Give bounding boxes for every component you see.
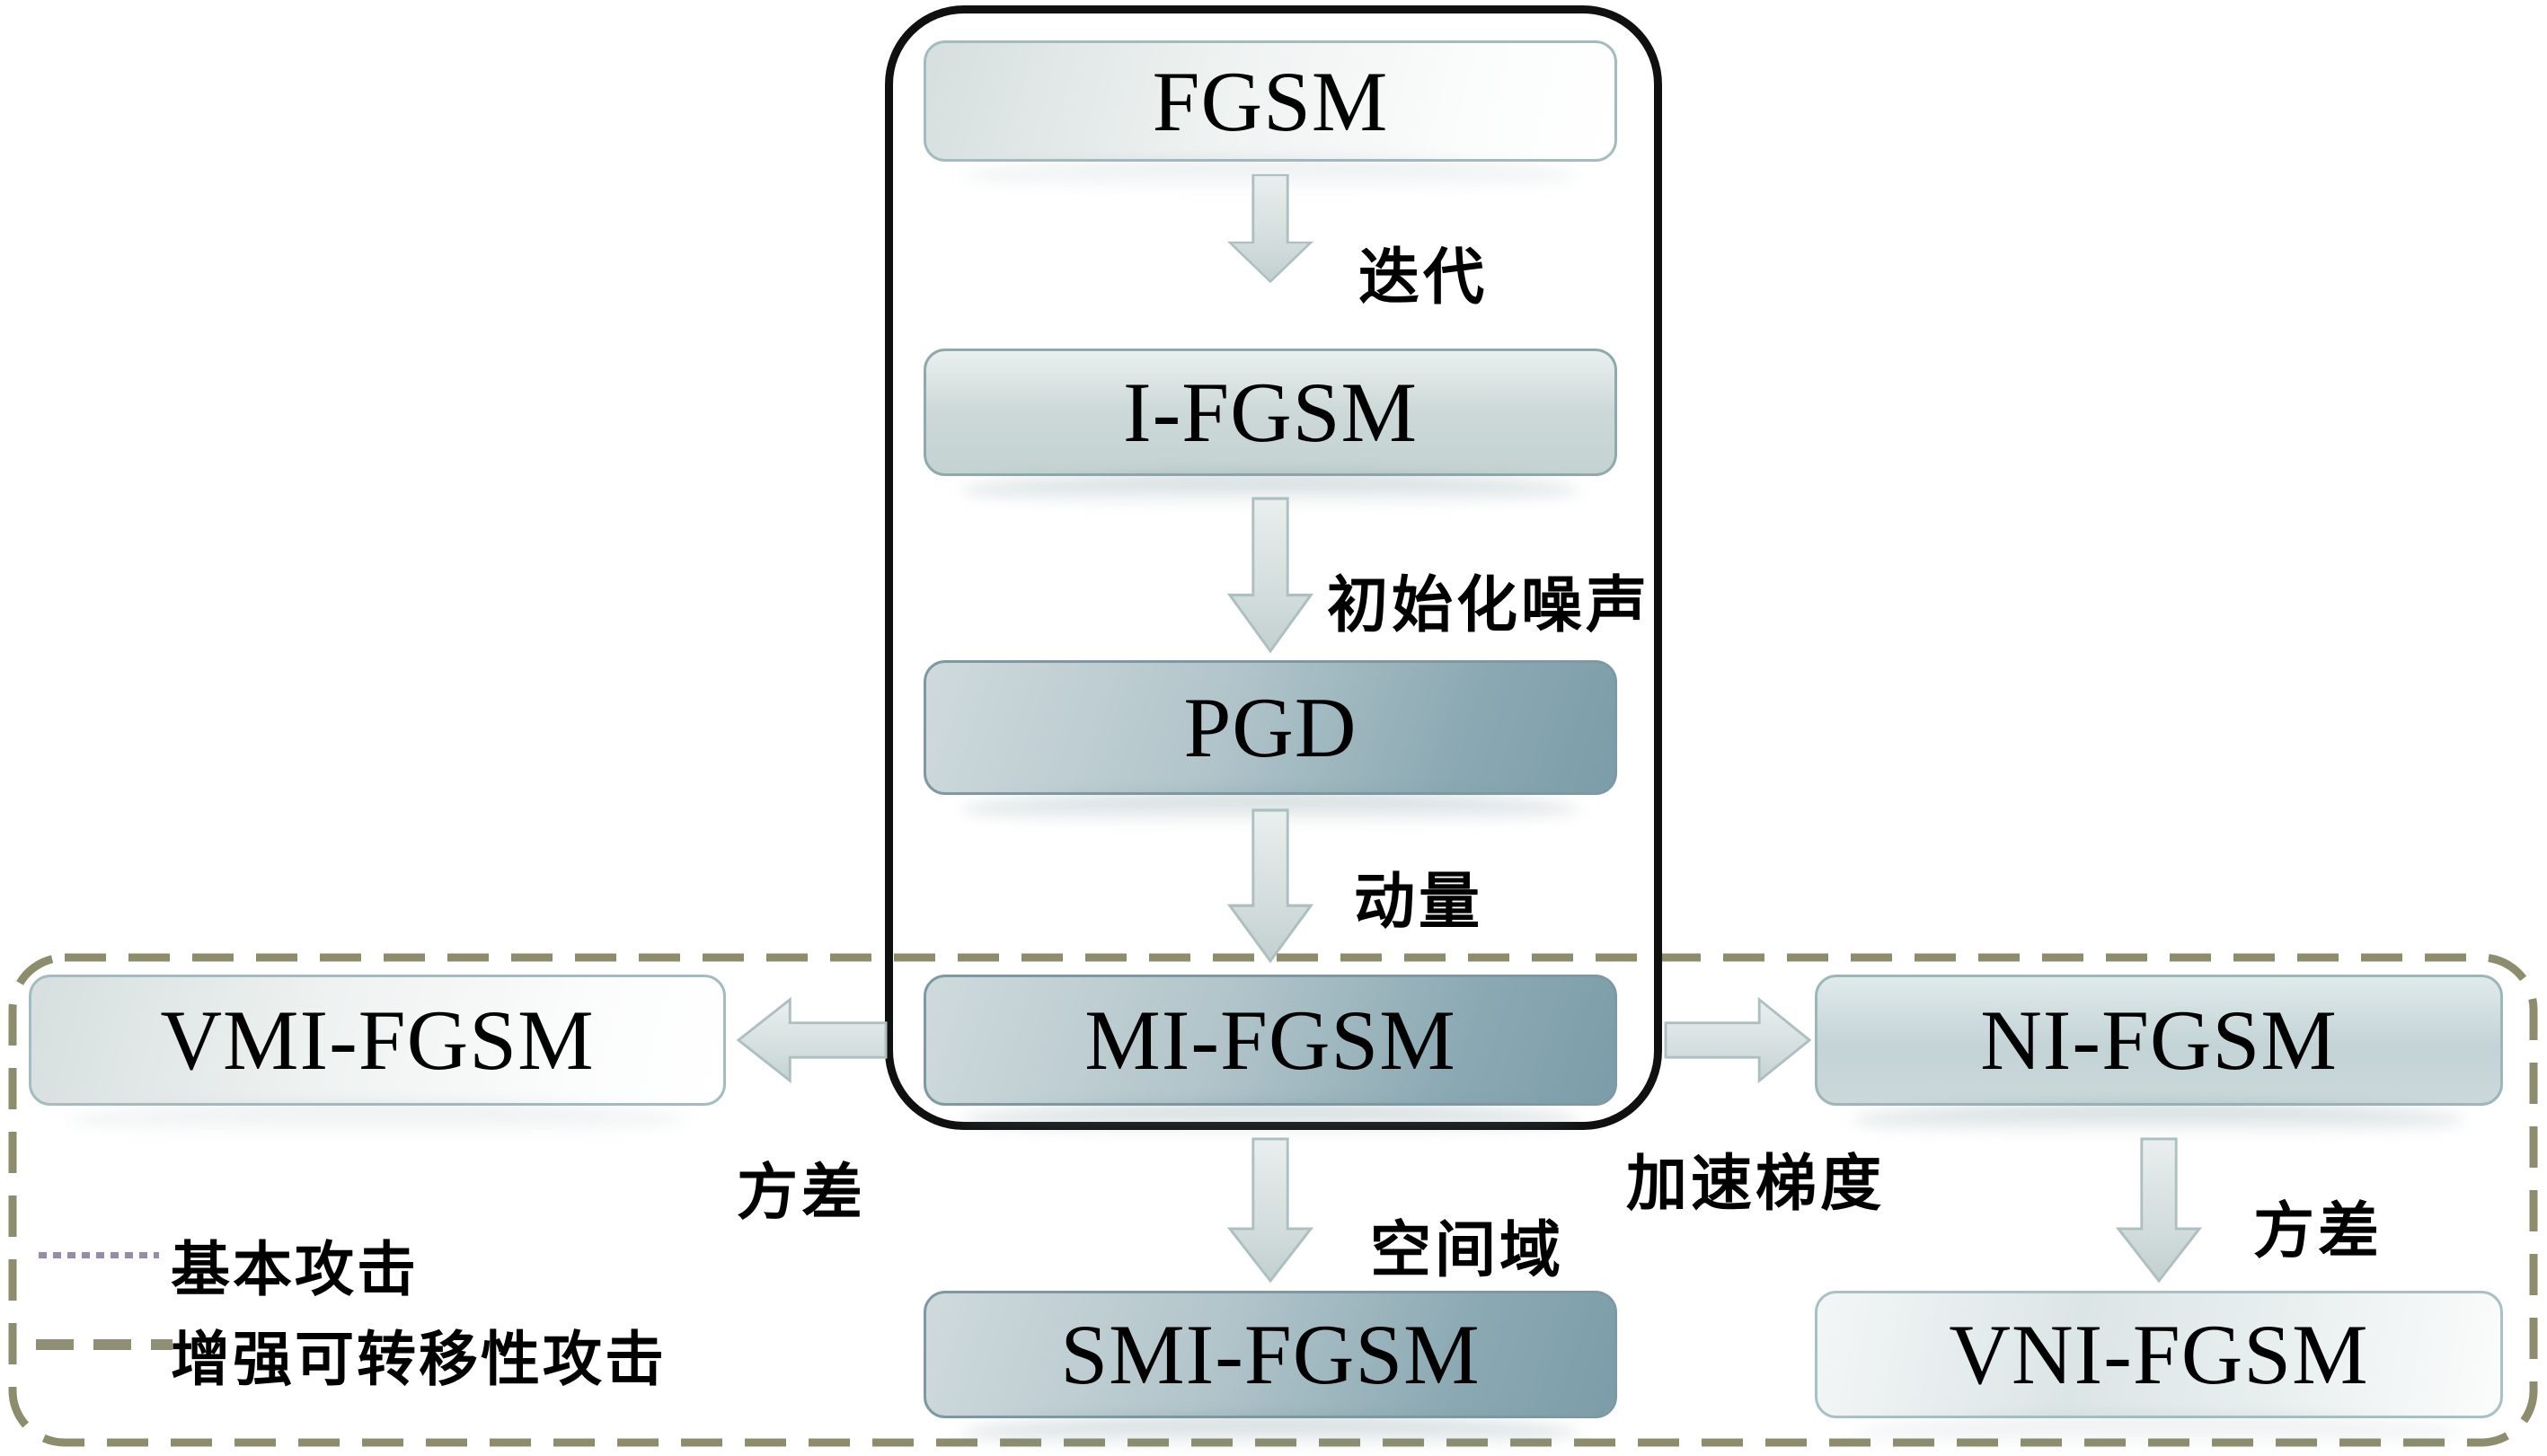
- node-ni-fgsm-label: NI-FGSM: [1980, 993, 2338, 1088]
- arrow-down-pgd-to-mifgsm-icon: [1226, 808, 1314, 964]
- node-vni-fgsm-label: VNI-FGSM: [1949, 1307, 2369, 1402]
- legend-enhanced-attacks-line-icon: [36, 1339, 172, 1350]
- arrow-left-mifgsm-to-vmifgsm-icon: [736, 996, 888, 1084]
- node-fgsm-label: FGSM: [1152, 53, 1389, 149]
- edge-label-momentum: 动量: [1354, 868, 1484, 936]
- node-ni-fgsm: NI-FGSM: [1815, 975, 2503, 1106]
- edge-label-init-noise: 初始化噪声: [1327, 571, 1651, 640]
- node-pgd-label: PGD: [1183, 680, 1358, 775]
- node-i-fgsm-label: I-FGSM: [1122, 365, 1419, 460]
- node-fgsm: FGSM: [924, 40, 1617, 162]
- edge-label-variance-left: 方差: [737, 1159, 867, 1227]
- node-pgd: PGD: [924, 660, 1617, 795]
- edge-label-variance-right: 方差: [2253, 1197, 2383, 1266]
- legend-enhanced-attacks-label: 增强可转移性攻击: [171, 1328, 667, 1393]
- edge-label-accel-gradient: 加速梯度: [1626, 1150, 1886, 1218]
- node-vmi-fgsm: VMI-FGSM: [29, 975, 726, 1106]
- node-mi-fgsm-label: MI-FGSM: [1084, 993, 1456, 1088]
- node-smi-fgsm-label: SMI-FGSM: [1060, 1307, 1481, 1402]
- arrow-down-fgsm-to-ifgsm-icon: [1226, 173, 1314, 284]
- legend-basic-attacks-label: 基本攻击: [171, 1238, 419, 1303]
- node-vmi-fgsm-label: VMI-FGSM: [160, 993, 595, 1088]
- node-vni-fgsm: VNI-FGSM: [1815, 1291, 2503, 1418]
- node-i-fgsm: I-FGSM: [924, 349, 1617, 476]
- arrow-down-ifgsm-to-pgd-icon: [1226, 497, 1314, 654]
- arrow-down-mifgsm-to-smifgsm-icon: [1226, 1137, 1314, 1284]
- arrow-down-nifgsm-to-vnifgsm-icon: [2115, 1137, 2203, 1284]
- node-smi-fgsm: SMI-FGSM: [924, 1291, 1617, 1418]
- node-mi-fgsm: MI-FGSM: [924, 975, 1617, 1106]
- edge-label-spatial-domain: 空间域: [1370, 1216, 1565, 1284]
- arrow-right-mifgsm-to-nifgsm-icon: [1664, 996, 1812, 1084]
- edge-label-iteration: 迭代: [1358, 243, 1489, 312]
- legend-basic-attacks-line-icon: [39, 1252, 159, 1258]
